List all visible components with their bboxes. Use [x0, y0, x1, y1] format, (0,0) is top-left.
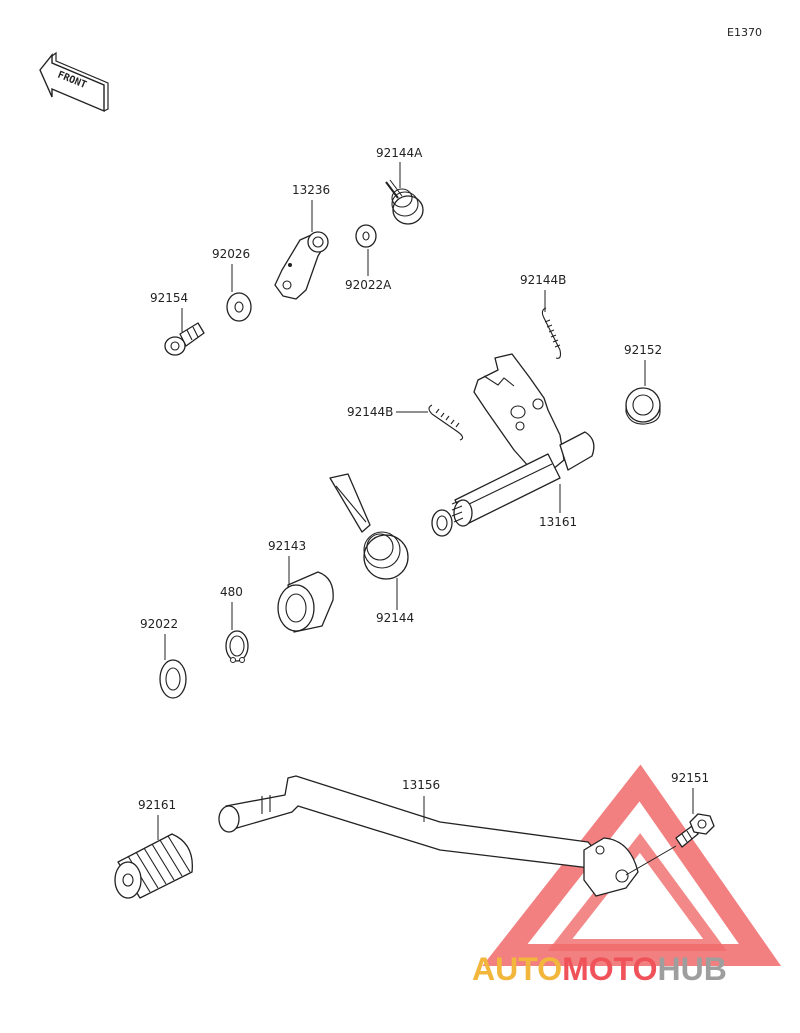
label-92144: 92144 [376, 611, 414, 625]
bolt-92154 [164, 322, 205, 356]
front-arrow-icon: FRONT [39, 51, 109, 113]
washer-92026 [226, 292, 252, 322]
label-92144B-left: 92144B [347, 405, 393, 419]
label-13156: 13156 [402, 778, 440, 792]
circlip-480 [225, 630, 249, 663]
washer-92022 [159, 659, 187, 699]
spring-92144B-left [428, 404, 464, 441]
label-92022A: 92022A [345, 278, 392, 292]
label-92144A: 92144A [376, 146, 423, 160]
label-92154: 92154 [150, 291, 188, 305]
svg-text:AUTOMOTOHUB: AUTOMOTOHUB [472, 951, 727, 987]
label-92022: 92022 [140, 617, 178, 631]
spring-92144A [385, 179, 424, 225]
bolt-92151 [625, 813, 715, 876]
spring-92144 [329, 473, 409, 580]
label-92026: 92026 [212, 247, 250, 261]
watermark-hub: HUB [657, 951, 726, 987]
watermark-auto: AUTO [472, 951, 562, 987]
label-13236: 13236 [292, 183, 330, 197]
label-13161: 13161 [539, 515, 577, 529]
collar-92143 [277, 571, 334, 633]
spring-92144B-top [541, 307, 562, 359]
watermark-moto: MOTO [562, 951, 657, 987]
watermark-triangle-outer [482, 764, 782, 966]
label-92161: 92161 [138, 798, 176, 812]
pedal-13156 [218, 775, 639, 897]
label-480: 480 [220, 585, 243, 599]
washer-92022A [355, 224, 377, 248]
lever-13236 [274, 231, 329, 300]
label-92151: 92151 [671, 771, 709, 785]
label-92152: 92152 [624, 343, 662, 357]
diagram-code: E1370 [727, 26, 762, 39]
seal-92152 [625, 387, 661, 425]
shaft-13161 [431, 353, 595, 537]
label-92144B-top: 92144B [520, 273, 566, 287]
label-92143: 92143 [268, 539, 306, 553]
rubber-92161 [114, 833, 193, 899]
